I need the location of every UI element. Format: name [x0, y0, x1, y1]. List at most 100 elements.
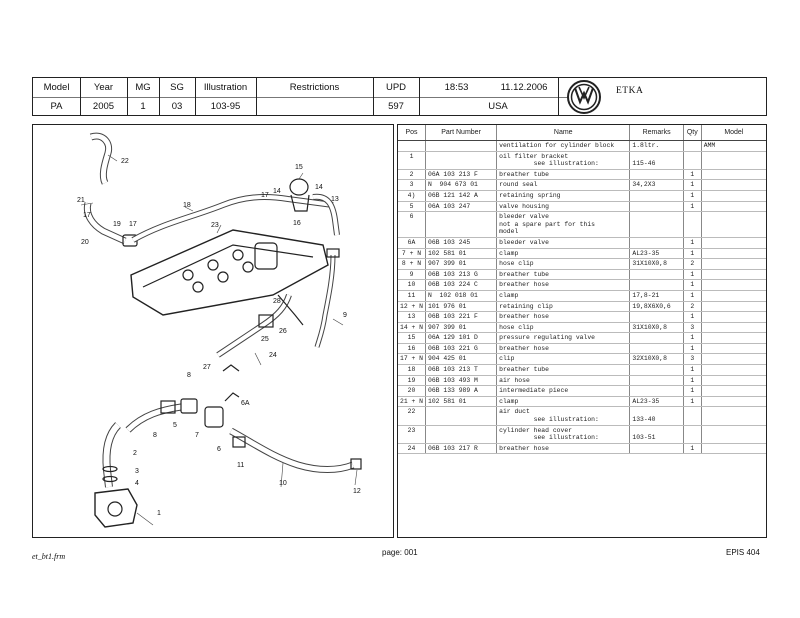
region: USA [488, 101, 508, 112]
cell-model [701, 190, 766, 202]
cell-qty: 1 [683, 343, 702, 355]
cell-pos: 1 [398, 151, 427, 170]
cell-remarks: 1.8ltr. [629, 140, 684, 152]
cell-name: retaining clip [496, 301, 631, 313]
cell-remarks: AL23-35 [629, 396, 684, 408]
cell-model [701, 332, 766, 344]
cell-pos: 11 [398, 290, 427, 302]
cell-qty: 1 [683, 290, 702, 302]
cell-part-number: 06B 103 221 G [425, 343, 498, 355]
callout-13: 13 [331, 196, 339, 203]
cell-pos: 16 [398, 343, 427, 355]
cell-qty [683, 140, 702, 152]
callout-4: 4 [135, 480, 139, 487]
callout-22: 22 [121, 158, 129, 165]
label-upd: UPD [385, 82, 407, 93]
cell-model [701, 201, 766, 213]
col-header-model: Model [701, 125, 766, 141]
cell-remarks: 32X10X0,8 [629, 353, 684, 366]
callout-8: 8 [187, 372, 191, 379]
cell-remarks: 17,8-21 [629, 290, 684, 302]
cell-pos: 22 [398, 406, 427, 426]
cell-qty: 1 [683, 190, 702, 202]
cell-pos: 3 [398, 179, 427, 191]
value-model: PA [50, 101, 63, 112]
cell-remarks [629, 364, 684, 376]
cell-pos: 21 + N [398, 396, 427, 408]
cell-name: clamp [496, 248, 631, 260]
footer-version: EPIS 404 [726, 548, 760, 557]
cell-pos: 20 [398, 385, 427, 397]
cell-name: hose clip [496, 258, 631, 270]
cell-part-number: 06B 103 217 R [425, 443, 498, 455]
cell-name: ventilation for cylinder block [496, 140, 631, 152]
cell-remarks: 34,2X3 [629, 179, 684, 191]
callout-17: 17 [261, 192, 269, 199]
cell-name: clamp [496, 396, 631, 408]
value-illustration: 103-95 [210, 101, 241, 112]
cell-remarks [629, 201, 684, 213]
cell-qty [683, 406, 702, 426]
callout-2: 2 [133, 450, 137, 457]
cell-pos: 19 [398, 375, 427, 387]
cell-qty: 1 [683, 179, 702, 191]
cell-part-number: 06B 103 221 F [425, 311, 498, 323]
cell-qty: 1 [683, 269, 702, 281]
cell-part-number: N 102 018 01 [425, 290, 498, 302]
callout-18: 18 [183, 202, 191, 209]
cell-remarks [629, 190, 684, 202]
cell-qty: 1 [683, 364, 702, 376]
cell-remarks [629, 375, 684, 387]
cell-part-number: 06B 103 213 G [425, 269, 498, 281]
cell-pos: 14 + N [398, 322, 427, 334]
col-header-part-number: Part Number [425, 125, 498, 141]
cell-name: breather hose [496, 311, 631, 323]
cell-name: oil filter bracket see illustration: [496, 151, 631, 170]
cell-qty [683, 151, 702, 170]
cell-qty: 1 [683, 201, 702, 213]
header-col-divider [80, 78, 81, 115]
cell-qty: 1 [683, 169, 702, 181]
cell-part-number: 102 581 01 [425, 248, 498, 260]
cell-name: breather hose [496, 443, 631, 455]
cell-pos: 6 [398, 211, 427, 238]
cell-pos: 18 [398, 364, 427, 376]
cell-pos: 17 + N [398, 353, 427, 366]
cell-remarks [629, 269, 684, 281]
col-header-name: Name [496, 125, 631, 141]
cell-remarks [629, 443, 684, 455]
date: 11.12.2006 [500, 82, 548, 93]
cell-model [701, 343, 766, 355]
cell-pos: 7 + N [398, 248, 427, 260]
cell-remarks: AL23-35 [629, 248, 684, 260]
cell-model [701, 406, 766, 426]
cell-part-number [425, 140, 498, 152]
callout-10: 10 [279, 480, 287, 487]
